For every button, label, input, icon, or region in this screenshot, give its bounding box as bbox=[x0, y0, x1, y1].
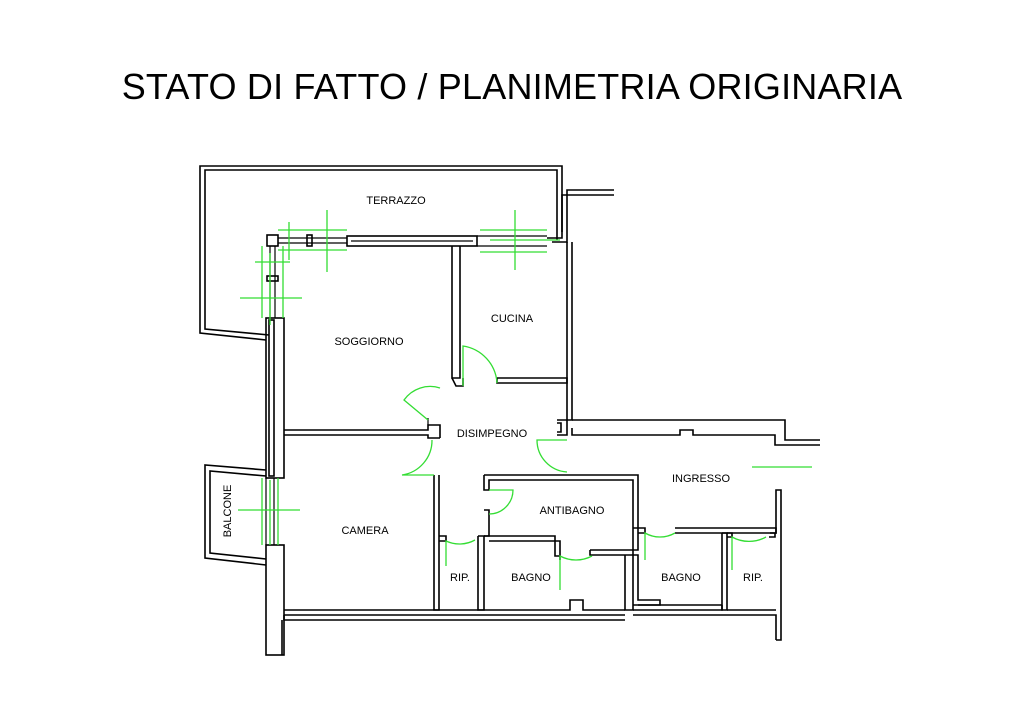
room-label-rip-left: RIP. bbox=[450, 572, 470, 584]
room-label-terrazzo: TERRAZZO bbox=[366, 195, 426, 207]
page-title: STATO DI FATTO / PLANIMETRIA ORIGINARIA bbox=[121, 66, 903, 107]
room-label-ingresso: INGRESSO bbox=[672, 473, 731, 485]
room-label-soggiorno: SOGGIORNO bbox=[334, 336, 404, 348]
south-wall bbox=[281, 599, 777, 655]
room-label-bagno-left: BAGNO bbox=[511, 572, 551, 584]
north-wall bbox=[266, 234, 547, 318]
west-wall bbox=[265, 317, 285, 656]
room-label-disimpegno: DISIMPEGNO bbox=[457, 428, 528, 440]
room-label-camera: CAMERA bbox=[341, 525, 389, 537]
upper-right-walls bbox=[547, 189, 820, 446]
room-label-antibagno: ANTIBAGNO bbox=[540, 505, 605, 517]
door-swings bbox=[401, 345, 767, 590]
room-label-bagno-right: BAGNO bbox=[661, 572, 701, 584]
disimpegno-walls bbox=[557, 419, 568, 436]
room-label-balcone: BALCONE bbox=[222, 485, 234, 538]
room-label-cucina: CUCINA bbox=[491, 313, 534, 325]
room-label-rip-right: RIP. bbox=[743, 572, 763, 584]
terrace-outline bbox=[199, 165, 563, 341]
living-camera-wall bbox=[284, 418, 441, 439]
balcony-outline bbox=[204, 464, 267, 566]
window-symbols bbox=[238, 210, 812, 545]
